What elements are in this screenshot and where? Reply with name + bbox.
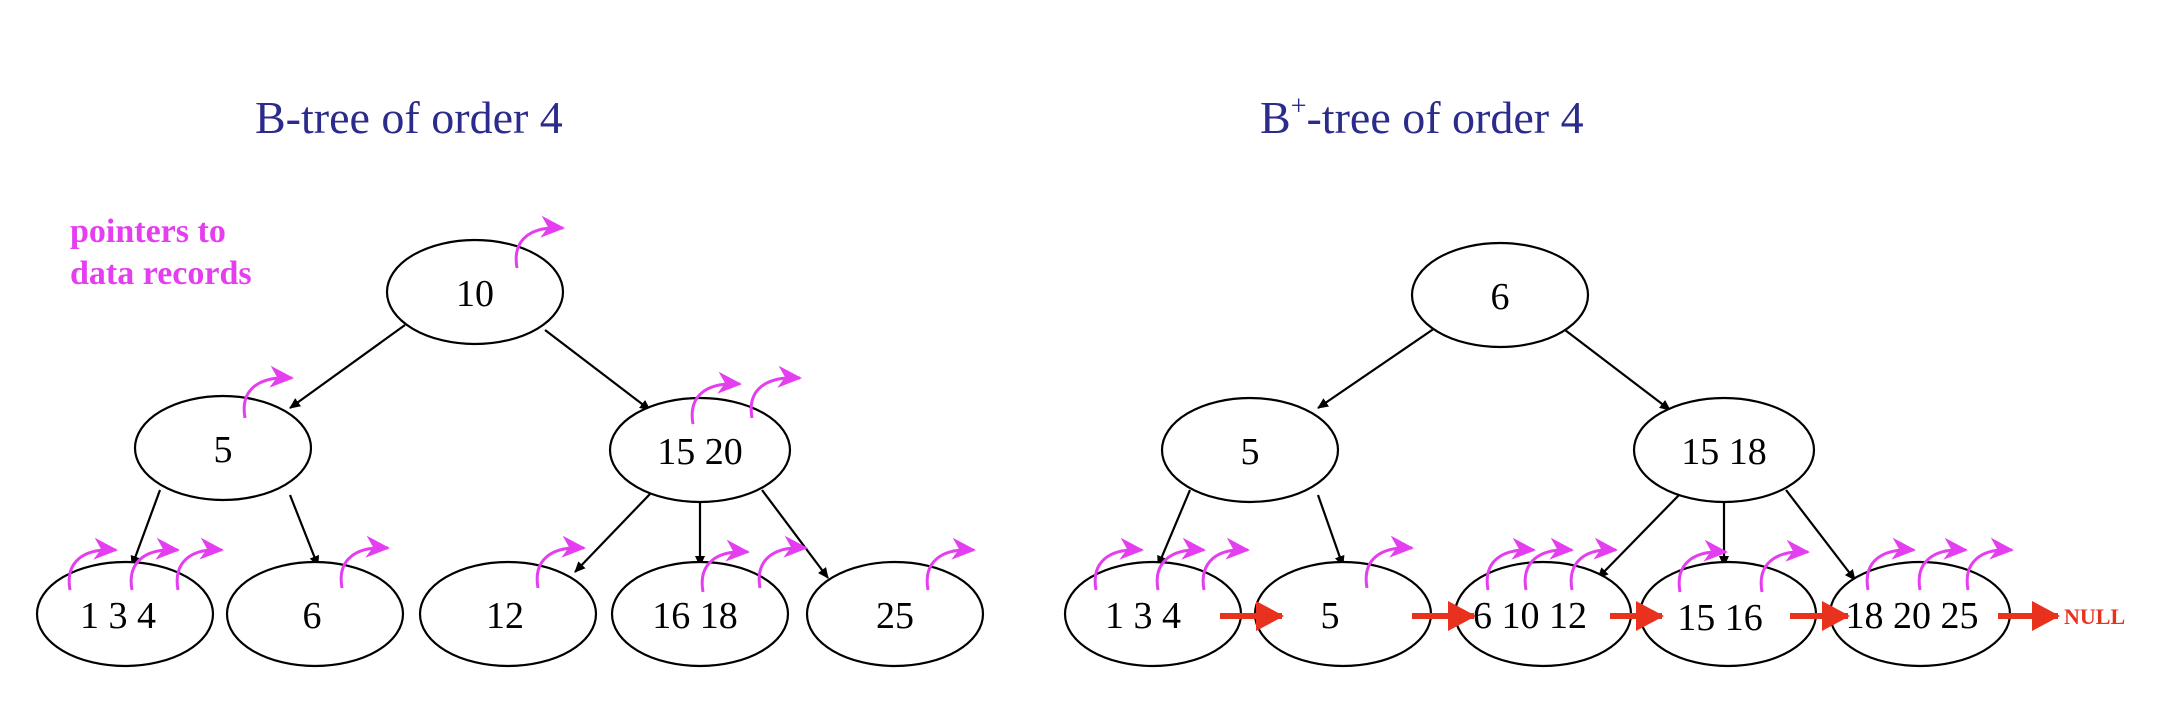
data-pointer-arrow-icon bbox=[690, 371, 742, 425]
null-terminator-label: NULL bbox=[2064, 604, 2125, 629]
tree-node: 5 bbox=[1160, 396, 1340, 504]
tree-node: 6 10 12 bbox=[1453, 560, 1633, 668]
right-data-pointers bbox=[1093, 535, 2014, 593]
left-tree: B-tree of order 4 pointers to data recor… bbox=[35, 92, 985, 668]
tree-node: 5 bbox=[133, 394, 313, 502]
node-label: 1 3 4 bbox=[80, 595, 156, 637]
node-label: 25 bbox=[876, 595, 914, 637]
right-tree-edges bbox=[1156, 327, 1856, 581]
node-label: 5 bbox=[214, 429, 233, 471]
data-pointer-arrow-icon bbox=[1201, 537, 1250, 591]
tree-node: 10 bbox=[385, 238, 565, 346]
data-pointer-annotation: pointers to data records bbox=[70, 213, 252, 292]
node-label: 10 bbox=[456, 273, 494, 315]
data-pointer-arrow-icon bbox=[1965, 537, 2014, 591]
tree-node: 16 18 bbox=[610, 560, 790, 668]
leaf-sibling-links: NULL bbox=[1220, 601, 2125, 631]
tree-node: 6 bbox=[1410, 241, 1590, 349]
data-pointer-arrow-icon bbox=[1155, 537, 1206, 591]
data-pointer-arrow-icon bbox=[757, 535, 808, 589]
data-pointer-arrow-icon bbox=[535, 535, 586, 589]
node-label: 6 bbox=[1491, 276, 1510, 318]
right-tree-title: B+-tree of order 4 bbox=[1260, 91, 1584, 143]
data-pointer-arrow-icon bbox=[1759, 539, 1810, 593]
right-tree: B+-tree of order 4 6 5 15 18 bbox=[1063, 91, 2125, 668]
title-plus-superscript: + bbox=[1291, 91, 1307, 122]
data-pointer-arrow-icon bbox=[514, 215, 565, 269]
data-pointer-arrow-icon bbox=[242, 365, 294, 419]
title-rest: -tree of order 4 bbox=[1306, 92, 1583, 143]
data-pointer-arrow-icon bbox=[1677, 539, 1728, 593]
data-pointer-arrow-icon bbox=[1865, 537, 1916, 591]
tree-node: 1 3 4 bbox=[1063, 560, 1243, 668]
data-pointer-arrow-icon bbox=[1917, 537, 1968, 591]
data-pointer-arrow-icon bbox=[700, 539, 750, 593]
edge bbox=[130, 489, 162, 567]
edge bbox=[289, 324, 406, 409]
node-label: 15 20 bbox=[657, 431, 743, 473]
node-label: 18 20 25 bbox=[1846, 595, 1979, 637]
node-label: 5 bbox=[1241, 431, 1260, 473]
data-pointer-arrow-icon bbox=[67, 537, 118, 591]
tree-node: 15 18 bbox=[1632, 396, 1816, 504]
data-pointer-arrow-icon bbox=[1569, 537, 1618, 591]
right-tree-nodes: 6 5 15 18 1 3 4 5 6 10 12 bbox=[1063, 241, 2012, 668]
node-label: 6 10 12 bbox=[1473, 595, 1587, 637]
edge bbox=[1156, 489, 1192, 567]
edge bbox=[544, 329, 651, 411]
title-b: B bbox=[1260, 92, 1291, 143]
tree-node: 15 16 bbox=[1638, 560, 1818, 668]
node-label: 12 bbox=[486, 595, 524, 637]
edge bbox=[761, 489, 829, 579]
data-pointer-arrow-icon bbox=[1485, 537, 1536, 591]
edge bbox=[1316, 494, 1345, 567]
node-label: 1 3 4 bbox=[1105, 595, 1181, 637]
node-label: 6 bbox=[303, 595, 322, 637]
tree-node: 12 bbox=[418, 560, 598, 668]
edge bbox=[288, 494, 320, 567]
edge bbox=[1564, 329, 1671, 411]
data-pointer-arrow-icon bbox=[925, 537, 976, 591]
left-tree-nodes: 10 5 15 20 1 3 4 6 12 bbox=[35, 238, 985, 668]
data-pointer-arrow-icon bbox=[749, 365, 802, 419]
tree-node: 1 3 4 bbox=[35, 560, 215, 668]
annotation-line-1: pointers to bbox=[70, 213, 226, 250]
data-pointer-arrow-icon bbox=[1364, 535, 1414, 589]
left-data-pointers bbox=[67, 215, 976, 593]
data-pointer-arrow-icon bbox=[129, 537, 180, 591]
left-tree-edges bbox=[130, 324, 829, 579]
edge bbox=[1785, 489, 1856, 581]
edge bbox=[574, 493, 651, 573]
node-label: 5 bbox=[1321, 595, 1340, 637]
data-pointer-arrow-icon bbox=[339, 535, 390, 589]
edge bbox=[1317, 327, 1436, 409]
node-label: 15 18 bbox=[1681, 431, 1767, 473]
data-pointer-arrow-icon bbox=[175, 537, 224, 591]
annotation-line-2: data records bbox=[70, 255, 252, 292]
tree-node: 25 bbox=[805, 560, 985, 668]
edge bbox=[1597, 493, 1681, 579]
tree-node: 15 20 bbox=[608, 396, 792, 504]
node-label: 16 18 bbox=[652, 595, 738, 637]
data-pointer-arrow-icon bbox=[1093, 537, 1144, 591]
tree-node: 6 bbox=[225, 560, 405, 668]
node-label: 15 16 bbox=[1677, 597, 1763, 639]
left-tree-title: B-tree of order 4 bbox=[255, 92, 563, 143]
data-pointer-arrow-icon bbox=[1523, 537, 1574, 591]
